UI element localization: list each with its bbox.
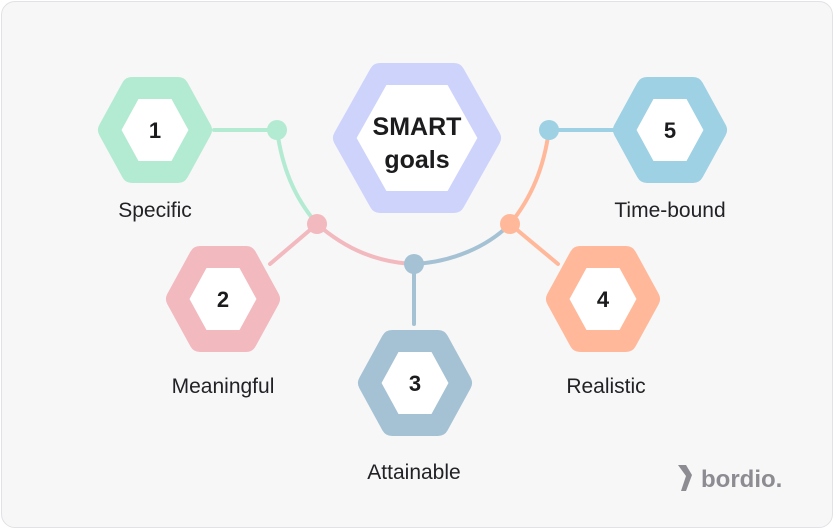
step-1-label: Specific <box>118 199 192 222</box>
step-4-hexagon <box>546 246 660 352</box>
step-5: 5 Time-bound <box>613 77 727 222</box>
dot-4 <box>500 214 520 234</box>
step-5-hexagon <box>613 77 727 183</box>
step-2-hexagon <box>166 246 280 352</box>
step-2-number: 2 <box>217 287 229 312</box>
center-title-line2: goals <box>384 146 449 174</box>
connector-4 <box>508 222 560 266</box>
center-hexagon: SMART goals <box>333 63 501 213</box>
step-1: 1 Specific <box>98 77 212 222</box>
dot-2 <box>307 214 327 234</box>
center-title-line1: SMART <box>373 113 462 141</box>
step-2-label: Meaningful <box>172 375 275 398</box>
step-3-number: 3 <box>409 371 421 396</box>
step-4: 4 Realistic <box>546 246 660 398</box>
connector-1-curve <box>275 128 319 226</box>
bordio-logo-icon <box>678 465 692 491</box>
step-3-hexagon <box>358 330 472 436</box>
connector-3-arc <box>412 222 512 266</box>
dot-3 <box>404 254 424 274</box>
connector-2-arc <box>315 222 416 266</box>
connectors <box>212 128 616 326</box>
brand: bordio. <box>678 465 782 493</box>
step-3: 3 Attainable <box>358 330 472 484</box>
step-3-label: Attainable <box>367 461 460 484</box>
dot-5 <box>539 120 559 140</box>
step-1-hexagon <box>98 77 212 183</box>
step-2: 2 Meaningful <box>166 246 280 398</box>
connector-2 <box>268 222 319 266</box>
step-5-number: 5 <box>664 118 676 143</box>
step-5-label: Time-bound <box>614 199 725 222</box>
step-1-number: 1 <box>149 118 161 143</box>
brand-name: bordio. <box>701 466 782 493</box>
dot-1 <box>267 120 287 140</box>
connector-4-curve <box>508 128 551 226</box>
step-4-label: Realistic <box>566 375 645 398</box>
step-4-number: 4 <box>597 287 610 312</box>
